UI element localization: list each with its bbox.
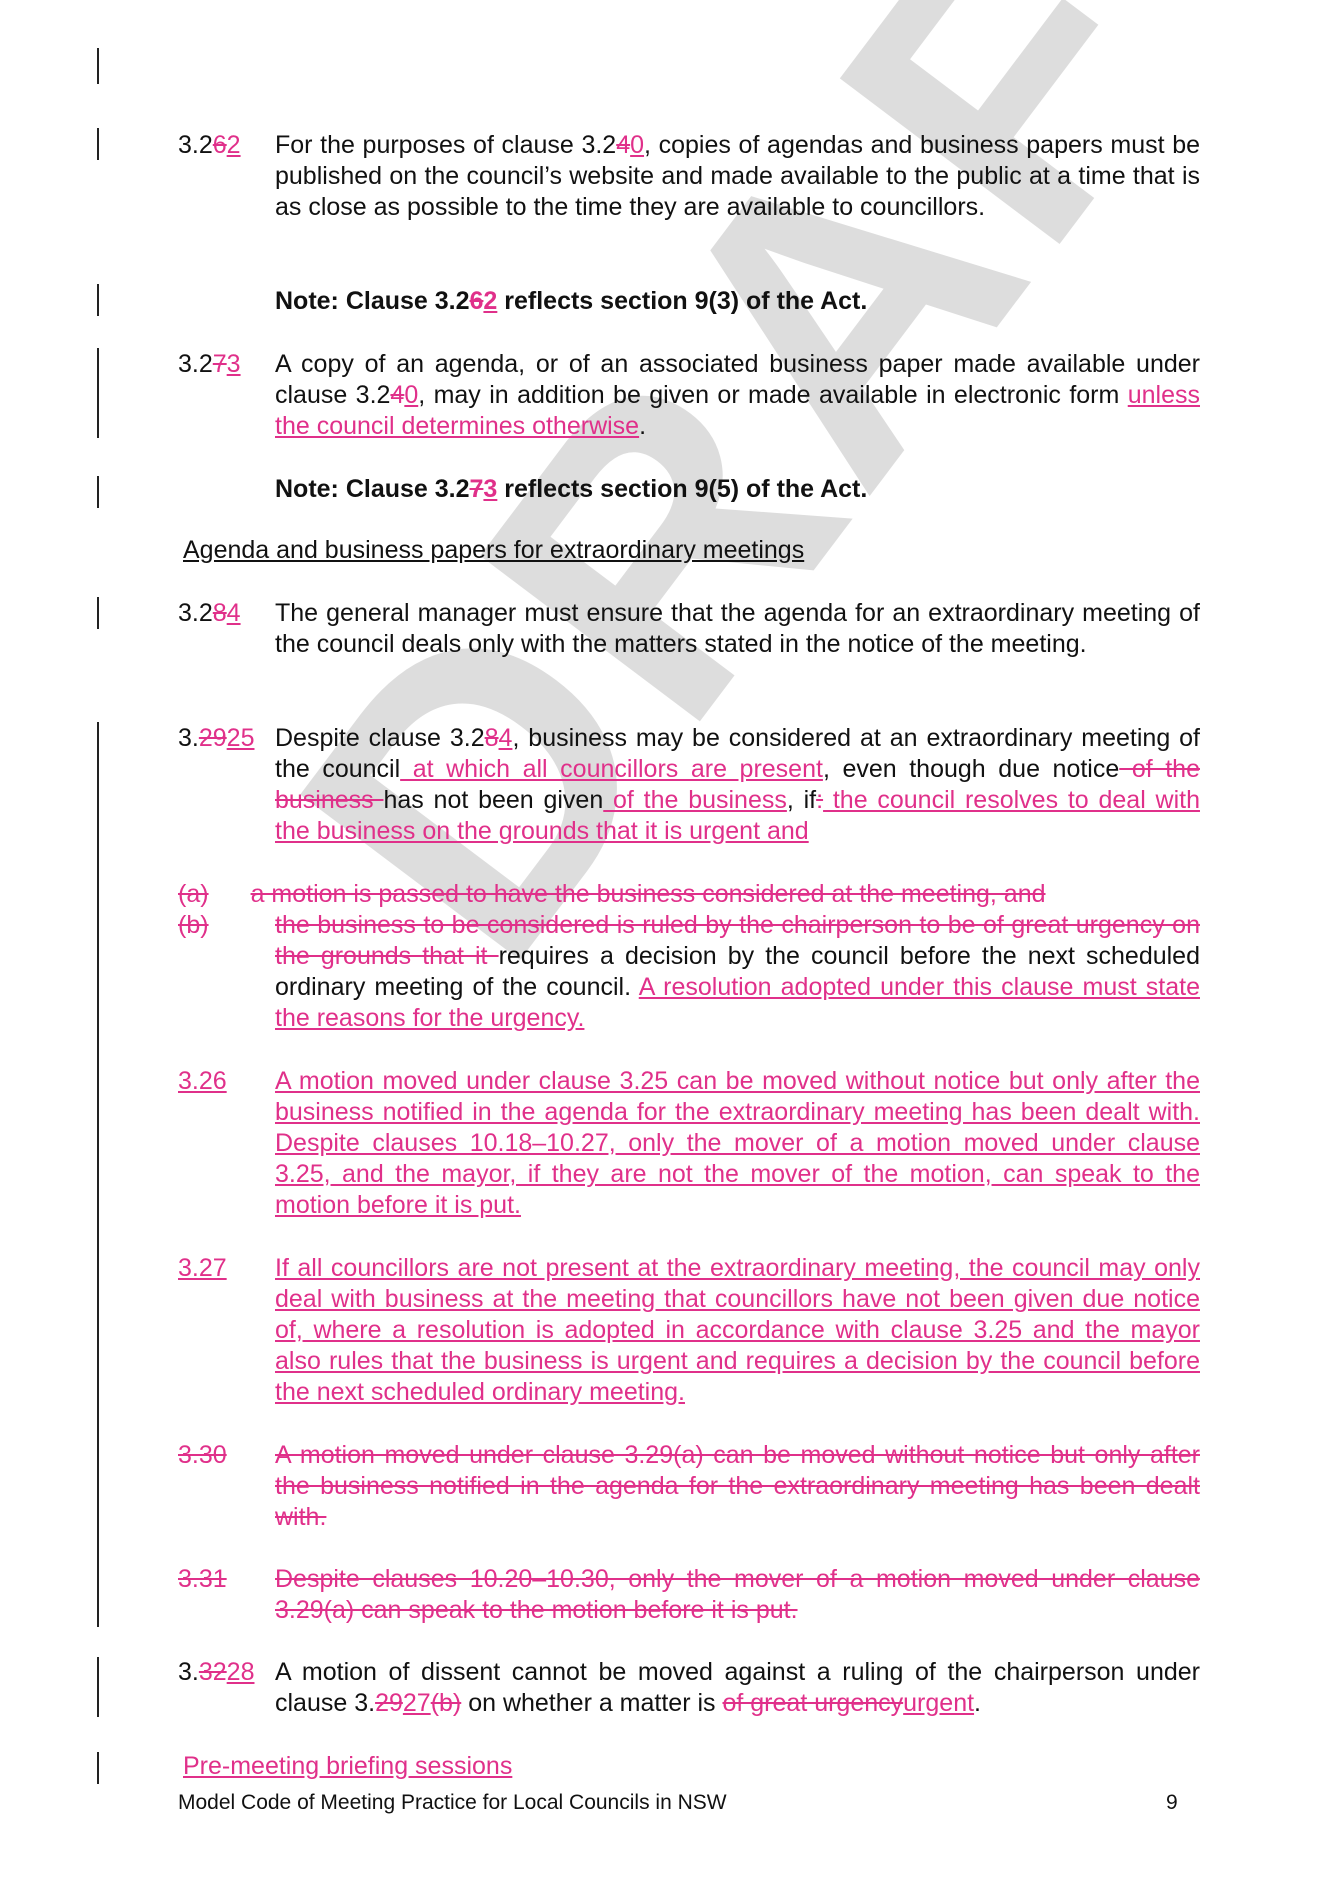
section-heading: Agenda and business papers for extraordi… [183,536,805,564]
clause-3-284: 3.284 The general manager must ensure th… [178,598,1200,660]
change-bar [97,597,99,629]
change-bar [97,284,99,316]
clause-number: 3.2925 [178,724,255,752]
section-heading-deleted: Pre-meeting briefing sessions [183,1752,513,1780]
clause-text: A motion of dissent cannot be moved agai… [275,1658,1200,1717]
clause-3-30-deleted: 3.30 A motion moved under clause 3.29(a)… [178,1441,1200,1531]
clause-3-273: 3.273 A copy of an agenda, or of an asso… [178,349,1200,442]
change-bar [97,1657,99,1717]
item-b: (b) the business to be considered is rul… [178,911,1200,1032]
note-3-273: Note: Clause 3.273 reflects section 9(5)… [275,475,868,503]
clause-number: 3.273 [178,350,241,378]
change-bar [97,722,99,1627]
change-bar [97,128,99,160]
clause-3-262: 3.262 For the purposes of clause 3.240, … [178,130,1200,223]
item-a-deleted: (a)a motion is passed to have the busine… [178,880,1046,908]
page-number: 9 [1166,1791,1178,1814]
note-3-262: Note: Clause 3.262 reflects section 9(3)… [275,287,868,315]
clause-text: Despite clause 3.284, business may be co… [275,724,1200,845]
footer-title: Model Code of Meeting Practice for Local… [178,1791,727,1814]
clause-3-31-deleted: 3.31 Despite clauses 10.20–10.30, only t… [178,1565,1200,1624]
change-bar [97,476,99,508]
clause-text: The general manager must ensure that the… [275,599,1200,658]
clause-number: 3.3228 [178,1658,255,1686]
clause-3-3228: 3.3228 A motion of dissent cannot be mov… [178,1657,1200,1719]
clause-3-26-inserted: 3.26 A motion moved under clause 3.25 ca… [178,1067,1200,1219]
change-bar [97,48,99,84]
clause-number: 3.284 [178,599,241,627]
change-bar [97,1752,99,1784]
clause-3-27-inserted: 3.27 If all councillors are not present … [178,1254,1200,1406]
clause-text: For the purposes of clause 3.240, copies… [275,131,1201,221]
clause-number: 3.262 [178,131,241,159]
clause-3-2925: 3.2925 Despite clause 3.284, business ma… [178,723,1200,847]
clause-text: A copy of an agenda, or of an associated… [275,350,1200,440]
change-bar [97,348,99,438]
